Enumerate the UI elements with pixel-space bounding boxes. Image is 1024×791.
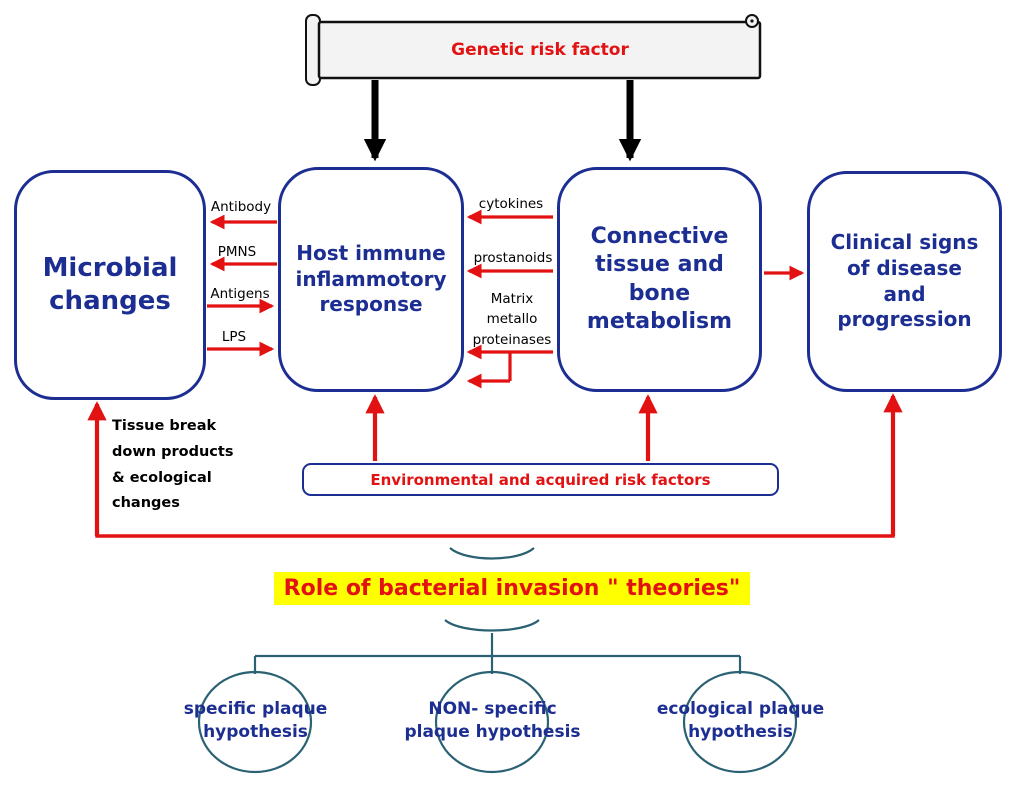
theories-title: Role of bacterial invasion " theories": [273, 572, 751, 605]
box-clinical-signs: Clinical signs of disease and progressio…: [807, 171, 1002, 392]
genetic-arrows: [363, 80, 642, 162]
theories-title-wrap: Role of bacterial invasion " theories": [0, 572, 1024, 605]
label-mmp: Matrix metallo proteinases: [472, 291, 552, 348]
box-microbial-changes-label: Microbial changes: [42, 252, 178, 316]
box-host-immune-response-label: Host immune inflammotory response: [295, 241, 447, 317]
environmental-risk-box: Environmental and acquired risk factors: [302, 463, 779, 496]
genetic-risk-factor-label: Genetic risk factor: [451, 40, 629, 60]
label-lps: LPS: [221, 329, 247, 345]
box-connective-tissue-bone: Connective tissue and bone metabolism: [557, 167, 762, 392]
hypothesis-ecological-plaque: ecological plaque hypothesis: [656, 699, 825, 742]
box-host-immune-response: Host immune inflammotory response: [278, 167, 464, 392]
label-antibody: Antibody: [210, 199, 272, 215]
label-prostanoids: prostanoids: [473, 250, 553, 266]
tissue-breakdown-note: Tissue break down products & ecological …: [112, 418, 234, 512]
hypothesis-specific-plaque: specific plaque hypothesis: [183, 699, 328, 742]
box-microbial-changes: Microbial changes: [14, 170, 206, 400]
label-cytokines: cytokines: [478, 196, 544, 212]
label-antigens: Antigens: [210, 286, 270, 302]
box-clinical-signs-label: Clinical signs of disease and progressio…: [830, 230, 979, 332]
environmental-risk-label: Environmental and acquired risk factors: [370, 470, 711, 489]
lower-brace: [444, 619, 540, 632]
label-pmns: PMNS: [217, 244, 257, 260]
upper-brace: [449, 547, 535, 560]
box-connective-tissue-bone-label: Connective tissue and bone metabolism: [586, 224, 733, 334]
hypothesis-nonspecific-plaque: NON- specific plaque hypothesis: [404, 699, 581, 742]
